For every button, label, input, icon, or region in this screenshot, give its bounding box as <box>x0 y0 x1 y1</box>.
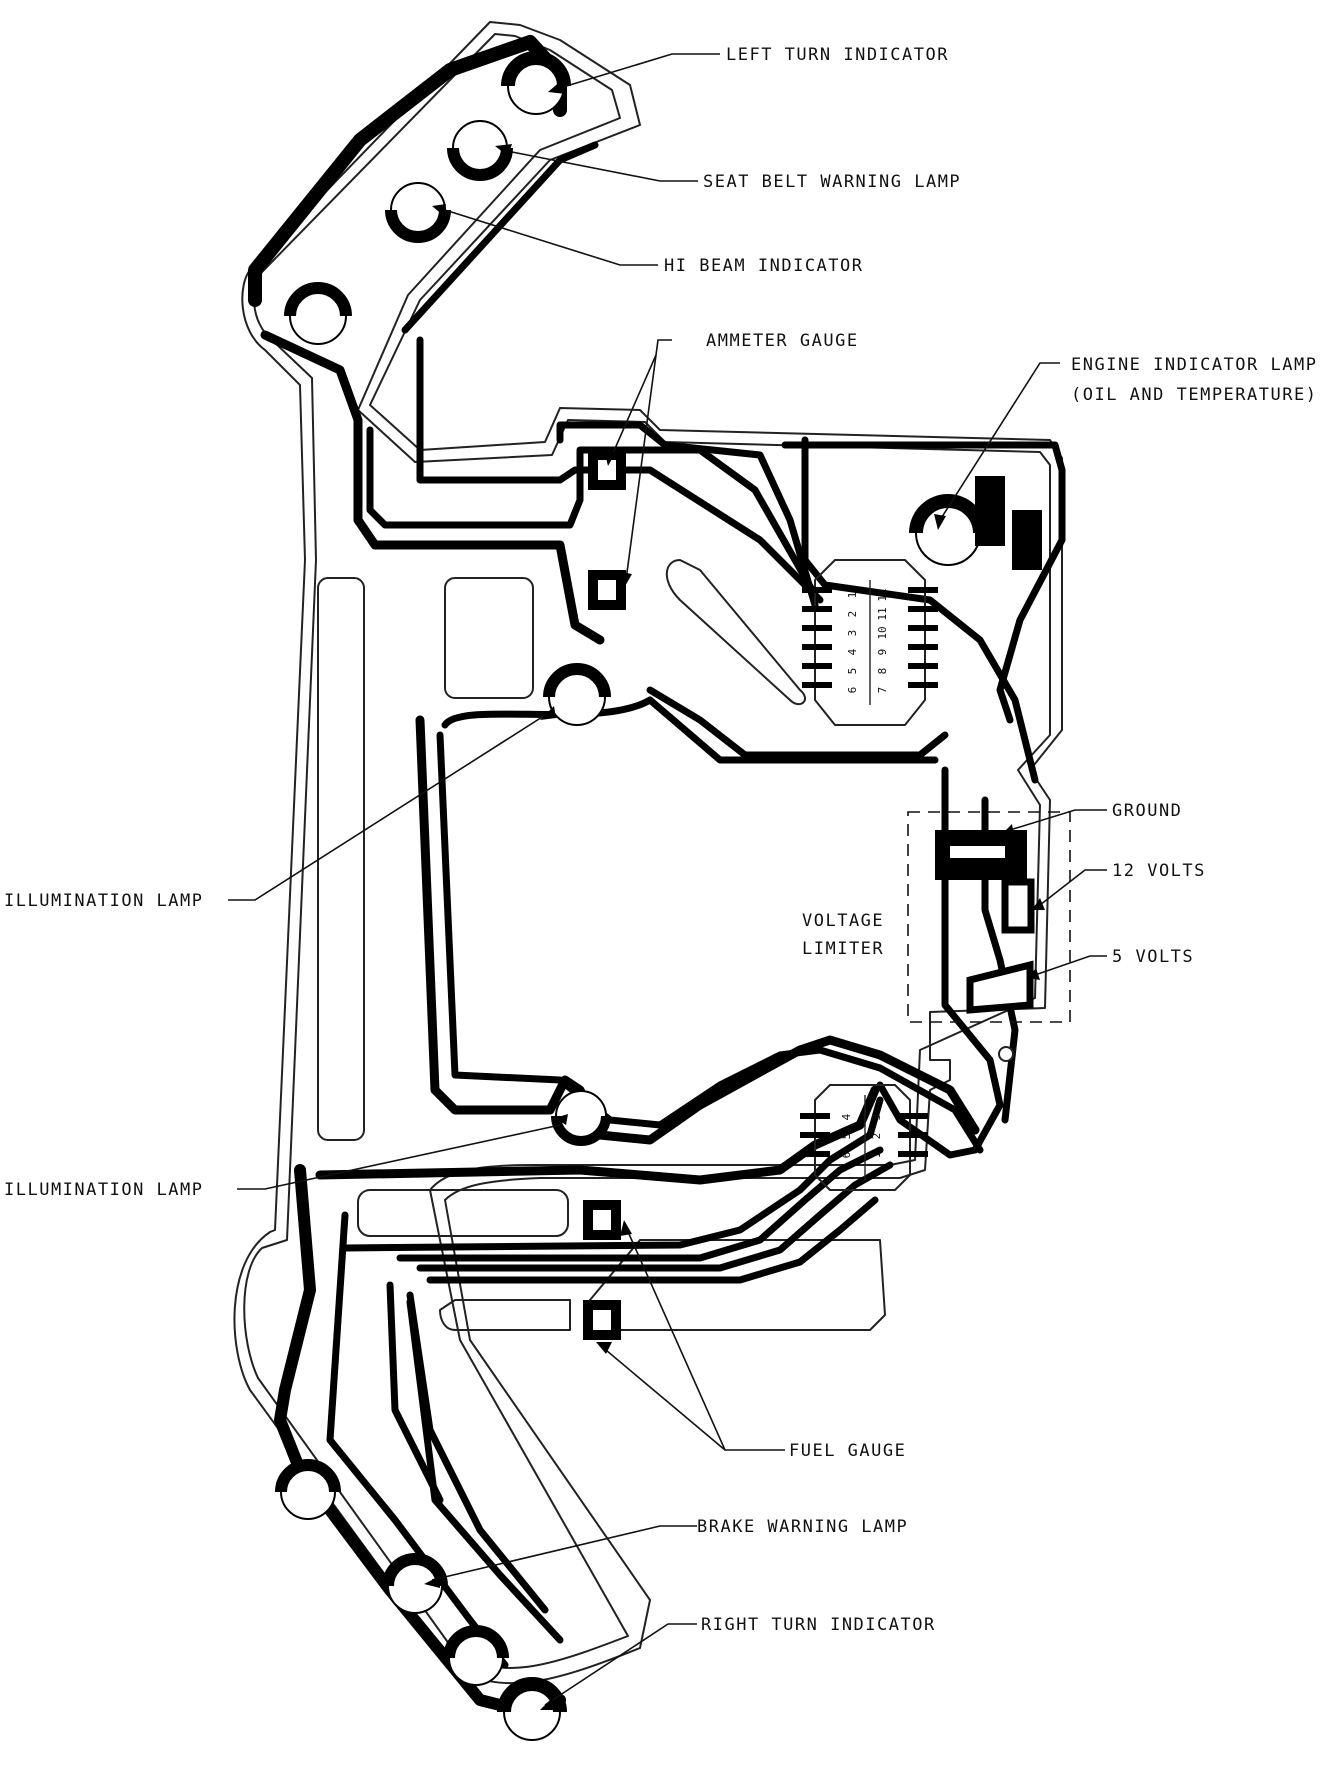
connector-pin-number: 6 <box>846 687 859 694</box>
label-left-turn-indicator: LEFT TURN INDICATOR <box>726 45 949 65</box>
connector-pin-number: 3 <box>870 1114 883 1121</box>
connector-pin-number: 11 <box>876 607 889 620</box>
connector-pin-number: 5 <box>846 668 859 675</box>
fuel-pad-bottom <box>583 1300 621 1340</box>
connector-lower: 6 5 4 1 2 3 <box>800 1084 928 1191</box>
lamp-sockets <box>275 51 987 1741</box>
label-right-turn-indicator: RIGHT TURN INDICATOR <box>701 1615 936 1635</box>
cutout-bottom-strip <box>439 1299 571 1331</box>
12v-terminal <box>1001 878 1035 934</box>
label-limiter: LIMITER <box>802 939 884 959</box>
connector-pin-number: 1 <box>846 592 859 599</box>
connector-pin-number: 2 <box>846 611 859 618</box>
connector-pin-number: 9 <box>876 649 889 656</box>
label-hi-beam-indicator: HI BEAM INDICATOR <box>664 256 864 276</box>
board-inner-outline <box>243 33 1051 1669</box>
engine-terminal-b <box>1012 510 1042 570</box>
mount-hole <box>998 1046 1014 1062</box>
label-illumination-lamp-upper: ILLUMINATION LAMP <box>4 891 204 911</box>
label-fuel-gauge: FUEL GAUGE <box>789 1441 906 1461</box>
connector-pin-number: 6 <box>840 1152 853 1159</box>
label-ammeter-gauge: AMMETER GAUGE <box>706 331 859 351</box>
cutout-left-long <box>317 577 365 1141</box>
engine-terminal-a <box>975 476 1005 546</box>
cutout-lower-left <box>357 1189 569 1237</box>
label-ground: GROUND <box>1112 801 1182 821</box>
label-seat-belt-warning-lamp: SEAT BELT WARNING LAMP <box>703 172 961 192</box>
label-5-volts: 5 VOLTS <box>1112 947 1194 967</box>
connector-upper: 6 5 4 3 2 1 7 8 9 10 11 12 <box>802 559 938 726</box>
label-illumination-lamp-lower: ILLUMINATION LAMP <box>4 1180 204 1200</box>
label-engine-oil-temperature: (OIL AND TEMPERATURE) <box>1071 385 1317 405</box>
connector-pin-number: 1 <box>870 1152 883 1159</box>
cutout-slot <box>665 559 806 706</box>
label-engine-indicator-lamp: ENGINE INDICATOR LAMP <box>1071 355 1317 375</box>
connector-pin-number: 10 <box>876 626 889 639</box>
gauge-pads <box>583 450 626 1340</box>
ammeter-pad-bottom <box>588 570 626 610</box>
connector-pin-number: 4 <box>840 1113 853 1120</box>
leader-lines <box>228 53 1107 1706</box>
connector-pin-number: 7 <box>876 687 889 694</box>
fuel-pad-top <box>583 1200 621 1240</box>
ground-terminal-slot <box>950 846 1005 858</box>
cutout-upper-left <box>444 577 534 699</box>
connector-pin-number: 12 <box>876 588 889 601</box>
connector-pin-number: 3 <box>846 630 859 637</box>
cutout-lower-right <box>589 1239 886 1331</box>
arrow-heads <box>424 80 1045 1710</box>
label-12-volts: 12 VOLTS <box>1112 861 1206 881</box>
connector-pin-number: 4 <box>846 648 859 655</box>
voltage-limiter-box <box>907 811 1071 1023</box>
label-brake-warning-lamp: BRAKE WARNING LAMP <box>697 1517 908 1537</box>
label-voltage: VOLTAGE <box>802 911 884 931</box>
connector-pin-number: 2 <box>870 1133 883 1140</box>
5v-terminal <box>966 960 1034 1014</box>
connector-pin-number: 5 <box>840 1133 853 1140</box>
connector-pin-number: 8 <box>876 668 889 675</box>
